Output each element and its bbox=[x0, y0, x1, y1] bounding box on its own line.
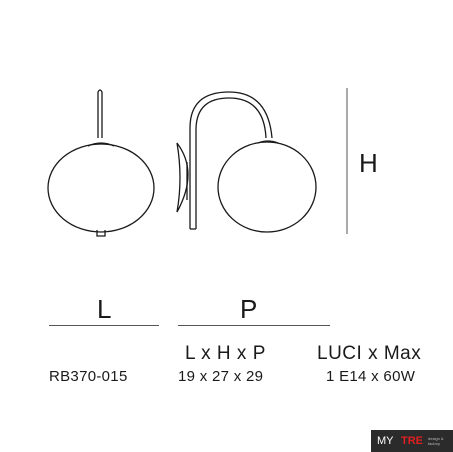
front-view-globe bbox=[47, 143, 155, 233]
dimensions-value: 19 x 27 x 29 bbox=[178, 368, 264, 385]
dimensions-header: L x H x P bbox=[185, 343, 266, 364]
brand-subtitle: design & factory bbox=[428, 436, 444, 446]
mid-divider bbox=[178, 325, 330, 326]
side-view-globe bbox=[217, 141, 317, 233]
product-code: RB370-015 bbox=[49, 368, 128, 385]
front-view-neck bbox=[87, 142, 115, 147]
column-header-p: P bbox=[240, 294, 258, 324]
height-dimension-label: H bbox=[359, 148, 378, 178]
brand-my: MY bbox=[377, 435, 394, 447]
brand-tre: TRE bbox=[401, 435, 423, 447]
front-view bbox=[47, 89, 155, 237]
side-view bbox=[176, 91, 317, 233]
front-view-base-knob bbox=[96, 230, 106, 237]
lights-value: 1 E14 x 60W bbox=[326, 368, 416, 385]
brand-badge: MY TRE design & factory bbox=[371, 430, 453, 452]
side-view-arm bbox=[189, 91, 273, 229]
side-view-arm-inner bbox=[195, 97, 267, 229]
column-header-l: L bbox=[97, 294, 112, 324]
lights-header: LUCI x Max bbox=[317, 343, 422, 364]
left-divider bbox=[49, 325, 159, 326]
side-view-neck bbox=[257, 140, 279, 144]
side-view-wall-plate bbox=[176, 142, 189, 213]
front-view-stem bbox=[97, 89, 103, 138]
